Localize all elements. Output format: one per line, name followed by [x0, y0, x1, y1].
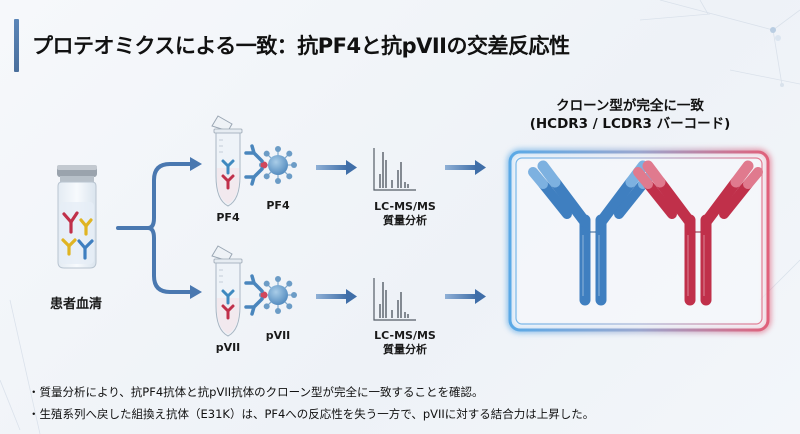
bullet-item: ・質量分析により、抗PF4抗体と抗pVII抗体のクローン型が完全に一致することを…	[28, 385, 484, 399]
epitope-dot	[260, 291, 268, 299]
antibody-chain	[643, 179, 677, 219]
epitope-dot	[260, 161, 268, 169]
ms-spectrum-icon	[373, 278, 416, 321]
summary-bullets: ・質量分析により、抗PF4抗体と抗pVII抗体のクローン型が完全に一致することを…	[28, 381, 594, 425]
arrow-to-result-bottom	[445, 289, 486, 304]
tube-label-pf4: PF4	[216, 211, 240, 224]
ms-analysis-label: 質量分析	[383, 214, 427, 227]
ms-label-top: LC-MS/MS 質量分析	[365, 200, 445, 228]
antibody-chain	[642, 160, 666, 188]
ms-method-label: LC-MS/MS	[374, 200, 436, 213]
serum-label: 患者血清	[49, 297, 102, 312]
antibody-chain	[528, 167, 548, 189]
bound-antibody-icon	[244, 144, 264, 186]
spectrum-axes	[373, 278, 416, 321]
antibody-chain	[549, 176, 591, 228]
antigen-particle-icon	[244, 144, 297, 186]
result-title-line2: (HCDR3 / LCDR3 バーコード)	[529, 116, 731, 132]
ms-method-label: LC-MS/MS	[374, 329, 436, 342]
antibody-icon	[221, 289, 235, 305]
antibody-red-icon	[633, 160, 763, 306]
bullet-item: ・生殖系列へ戻した組換え抗体（E31K）は、PF4への反応性を失う一方で、pVI…	[28, 407, 595, 421]
antibody-chain	[654, 176, 696, 228]
antibody-icon	[221, 304, 235, 320]
antibody-chain	[633, 167, 653, 189]
antibody-icon	[221, 174, 235, 190]
ms-analysis-label: 質量分析	[383, 343, 427, 356]
bound-antibody-icon	[244, 274, 264, 316]
arrow-to-ms-bottom	[316, 289, 357, 304]
antibody-chain	[537, 160, 561, 188]
page-title: プロテオミクスによる一致：抗PF4と抗pVIIの交差反応性	[32, 34, 570, 58]
spectrum-axes	[373, 148, 416, 191]
antibody-icon	[221, 159, 235, 175]
arrow-head-bottom	[190, 285, 202, 299]
serum-vial-icon	[57, 165, 97, 269]
arrow-to-ms-top	[316, 160, 357, 175]
arrow-to-result-top	[445, 160, 486, 175]
microtube-icon	[211, 115, 243, 207]
antibody-chain	[730, 160, 754, 188]
antibody-chain	[595, 176, 637, 228]
antigen-label-pvii: pVII	[265, 329, 291, 342]
antibody-chain	[743, 167, 763, 189]
title-accent-bar	[14, 19, 19, 72]
split-arrow	[116, 162, 192, 294]
pf4-capture-group	[211, 115, 297, 207]
antibody-chain	[614, 179, 648, 219]
antibody-chain	[538, 179, 572, 219]
antibody-chain	[719, 179, 753, 219]
antigen-particle-icon	[244, 274, 297, 316]
arrow-head-top	[190, 157, 202, 171]
antigen-label-pf4: PF4	[266, 199, 290, 212]
pvii-capture-group	[211, 245, 297, 337]
result-title-line1: クローン型が完全に一致	[556, 98, 704, 114]
tube-label-pvii: pVII	[215, 341, 241, 354]
result-heading: クローン型が完全に一致 (HCDR3 / LCDR3 バーコード)	[505, 97, 755, 133]
ms-label-bottom: LC-MS/MS 質量分析	[365, 329, 445, 357]
antibody-chain	[700, 176, 742, 228]
ms-spectrum-icon	[373, 148, 416, 191]
microtube-icon	[211, 245, 243, 337]
